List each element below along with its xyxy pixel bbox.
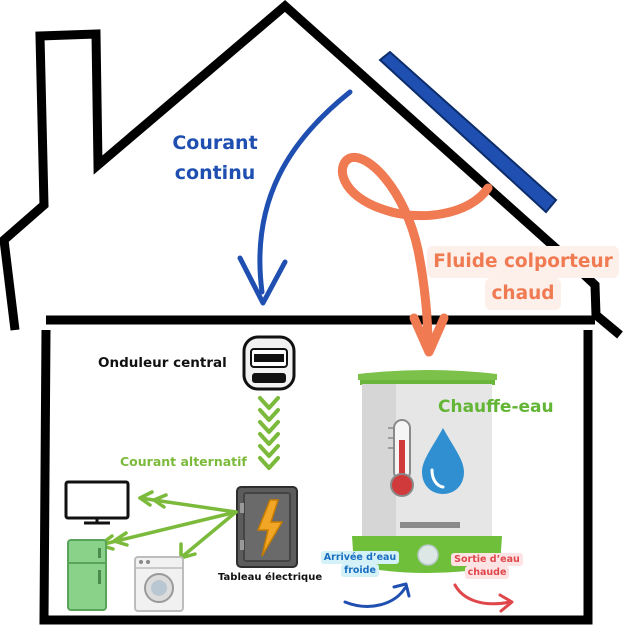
washing-machine-icon — [134, 556, 184, 612]
house-walls — [39, 329, 593, 625]
house-outline — [0, 0, 623, 625]
house-roof — [0, 0, 623, 339]
ac-chevrons — [258, 396, 280, 470]
cold-water-inlet-label: Arrivée d’eau froide — [320, 551, 400, 577]
solar-panel — [378, 50, 558, 214]
heat-fluid-label-line2: chaud — [485, 278, 561, 310]
thermometer-icon — [388, 419, 414, 497]
cold-water-inlet-label-line2: froide — [341, 564, 379, 577]
inverter-label: Onduleur central — [98, 355, 227, 371]
water-drop-icon — [422, 428, 464, 494]
water-heater-label: Chauffe-eau — [438, 397, 554, 417]
electrical-panel-icon — [236, 486, 298, 568]
hot-water-arrow — [453, 583, 514, 613]
heat-fluid-label: Fluide colporteur chaud — [418, 246, 628, 310]
heat-fluid-label-line1: Fluide colporteur — [427, 246, 619, 278]
television-icon — [64, 480, 130, 525]
heat-fluid-arrow — [337, 152, 493, 357]
direct-current-label: Courant continu — [150, 128, 280, 188]
direct-current-label-line2: continu — [174, 162, 256, 184]
electrical-panel-label: Tableau électrique — [218, 572, 323, 583]
hot-water-outlet-label: Sortie d’eau chaude — [446, 553, 528, 579]
cold-water-inlet-label-line1: Arrivée d’eau — [320, 551, 400, 564]
inverter-icon — [242, 335, 296, 391]
direct-current-label-line1: Courant — [172, 132, 258, 154]
fridge-icon — [67, 539, 107, 611]
alternating-current-label: Courant alternatif — [120, 454, 247, 469]
direct-current-arrow — [237, 89, 353, 306]
hot-water-outlet-label-line2: chaude — [464, 566, 510, 579]
hot-water-outlet-label-line1: Sortie d’eau — [451, 553, 523, 566]
cold-water-arrow — [343, 582, 411, 608]
